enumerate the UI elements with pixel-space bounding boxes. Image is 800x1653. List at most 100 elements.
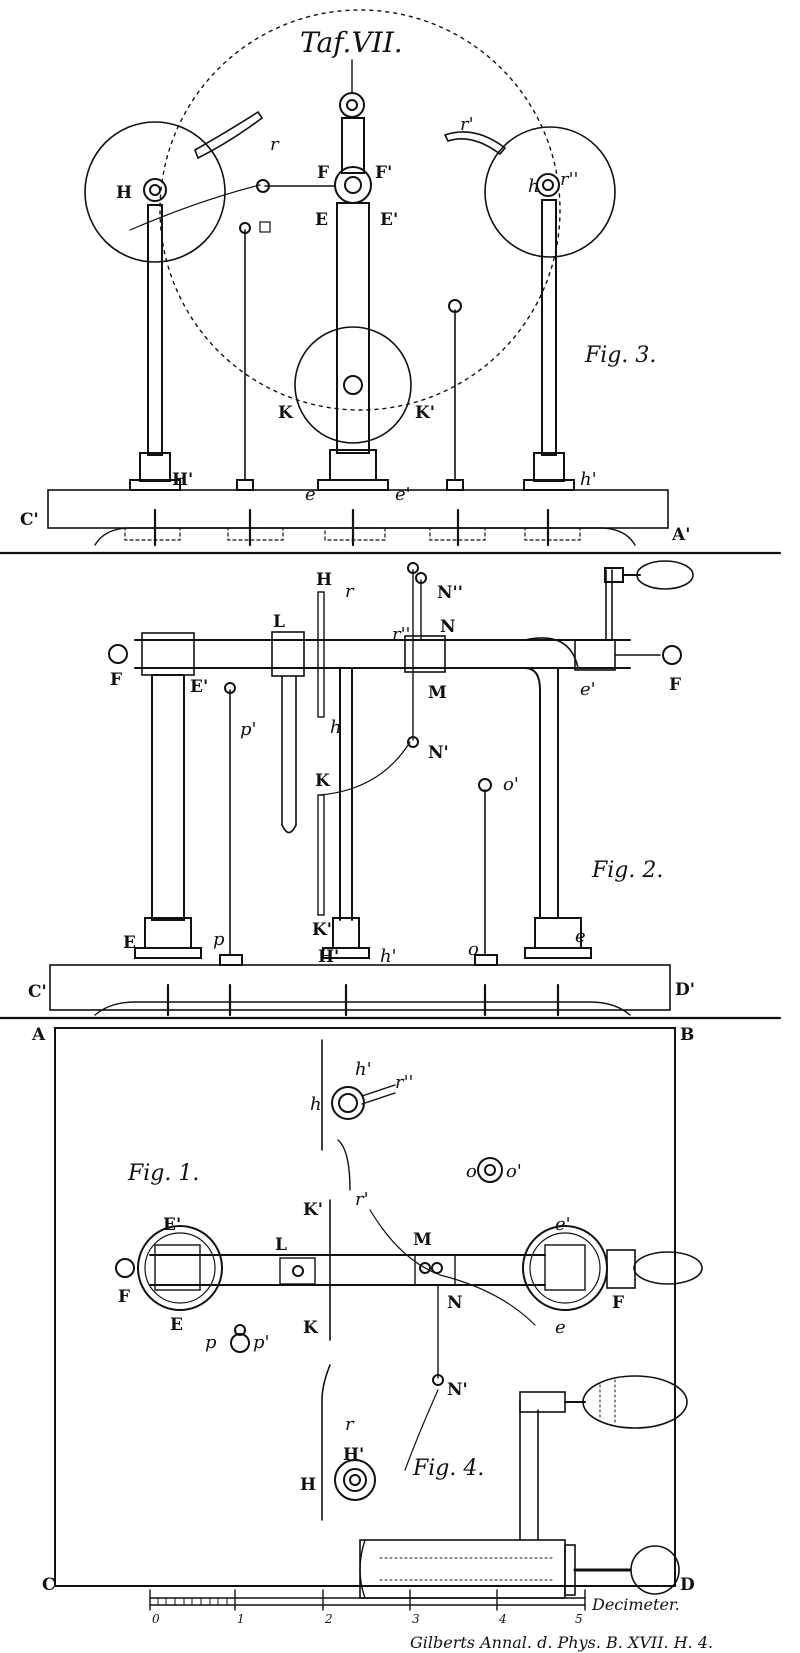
scale-tick-3: 3 (412, 1612, 420, 1626)
label-E1: E' (163, 1215, 181, 1235)
label-N: N (440, 617, 456, 637)
plan-frame (54, 1027, 676, 1587)
label-h: h (310, 1094, 322, 1115)
label-e: e (305, 484, 316, 505)
label-F: F (317, 163, 329, 183)
label-e: e (555, 1317, 566, 1338)
label-A: A (31, 1025, 46, 1045)
disc-h-edge (317, 591, 325, 718)
p-ring (230, 1333, 250, 1353)
plan-crank-handle (633, 1251, 703, 1285)
label-r2: r'' (560, 169, 579, 190)
plate-caption: Gilberts Annal. d. Phys. B. XVII. H. 4. (410, 1633, 713, 1652)
left-column (151, 674, 185, 921)
label-e1: e' (395, 484, 411, 505)
label-K: K (278, 403, 294, 423)
label-F-right: F (612, 1293, 624, 1313)
decimeter-scale: 0 1 2 3 4 5 Decimeter. (149, 1589, 680, 1626)
label-E: E (170, 1315, 183, 1335)
crank-arm (605, 569, 613, 641)
label-D1: D' (675, 980, 695, 1000)
o-ring (477, 1157, 503, 1183)
lower-disc (294, 326, 412, 444)
fig2-base (49, 964, 671, 1011)
label-e1: e' (555, 1214, 571, 1235)
label-N1: N' (447, 1380, 468, 1400)
label-F-right: F (669, 675, 681, 695)
left-disc (84, 121, 226, 263)
label-N: N (447, 1293, 463, 1313)
label-N1: N' (428, 743, 449, 763)
figure-4 (359, 1375, 688, 1599)
M-block-plan (414, 1254, 456, 1286)
central-column (336, 202, 370, 454)
figure-1 (54, 1027, 703, 1587)
connecting-wire (129, 184, 261, 231)
disc-H-edge (321, 1364, 331, 1521)
figure-3-label: Fig. 3. (584, 343, 656, 368)
label-K1: K' (312, 920, 332, 940)
figure-3: H h r r' r'' F F' E E' K K' H' h' e e' C… (0, 9, 782, 555)
label-p: p (213, 929, 225, 950)
left-disc-hub (143, 178, 167, 202)
figure-4-label: Fig. 4. (412, 1456, 484, 1481)
N-rod (412, 569, 422, 741)
figure-2-label: Fig. 2. (591, 858, 663, 883)
label-E1: E' (380, 210, 398, 230)
label-H: H (316, 570, 332, 590)
label-H: H (116, 183, 132, 203)
label-C1: C' (28, 982, 47, 1002)
left-bearing-ring (137, 1225, 223, 1311)
label-L: L (273, 612, 285, 632)
scale-tick-5: 5 (575, 1612, 583, 1626)
label-h1: h' (355, 1059, 372, 1080)
fig4-handle (582, 1375, 688, 1429)
label-h: h (528, 176, 540, 197)
right-bearing-ring (522, 1225, 608, 1311)
label-r1: r' (460, 114, 474, 135)
label-M: M (413, 1230, 432, 1250)
label-h1: h' (380, 946, 397, 967)
label-B: B (680, 1025, 694, 1045)
plate-title: Taf.VII. (300, 26, 403, 59)
label-H1: H' (172, 470, 193, 490)
top-knob (339, 92, 365, 118)
label-H1: H' (343, 1445, 364, 1465)
scale-unit: Decimeter. (591, 1595, 680, 1614)
label-D: D (680, 1575, 695, 1595)
fig3-base (47, 489, 669, 529)
label-r: r (345, 1414, 355, 1435)
label-C: C (42, 1575, 56, 1595)
label-K1: K' (415, 403, 435, 423)
right-column (524, 667, 559, 919)
scale-tick-4: 4 (498, 1612, 507, 1626)
scale-tick-2: 2 (324, 1612, 333, 1626)
label-r2: r'' (392, 624, 411, 645)
figure-2: H h r r'' N'' N N' L M F F E' e' p' p o'… (0, 560, 782, 1020)
center-column (339, 667, 353, 921)
label-o: o (468, 939, 479, 960)
label-F: F (110, 670, 122, 690)
central-column-upper (341, 117, 365, 174)
label-p1: p' (240, 719, 256, 740)
label-r2: r'' (395, 1072, 414, 1093)
crank-arm (519, 1399, 539, 1541)
crank-handle (636, 560, 694, 590)
label-H1: H' (318, 947, 339, 967)
horizontal-shaft (134, 639, 631, 669)
label-e1: e' (580, 679, 596, 700)
plan-shaft (149, 1254, 546, 1286)
label-F1: F' (375, 163, 392, 183)
label-r: r (270, 134, 280, 155)
label-L: L (275, 1235, 287, 1255)
rotation-path-dashed (159, 9, 561, 411)
label-r: r (345, 581, 355, 602)
label-H: H (300, 1475, 316, 1495)
right-disc (484, 126, 616, 258)
label-N2: N'' (437, 583, 463, 603)
arc-conductor-r (194, 110, 264, 160)
label-e: e (575, 926, 586, 947)
scale-tick-0: 0 (152, 1612, 160, 1626)
arc-conductor-r1 (443, 131, 507, 156)
